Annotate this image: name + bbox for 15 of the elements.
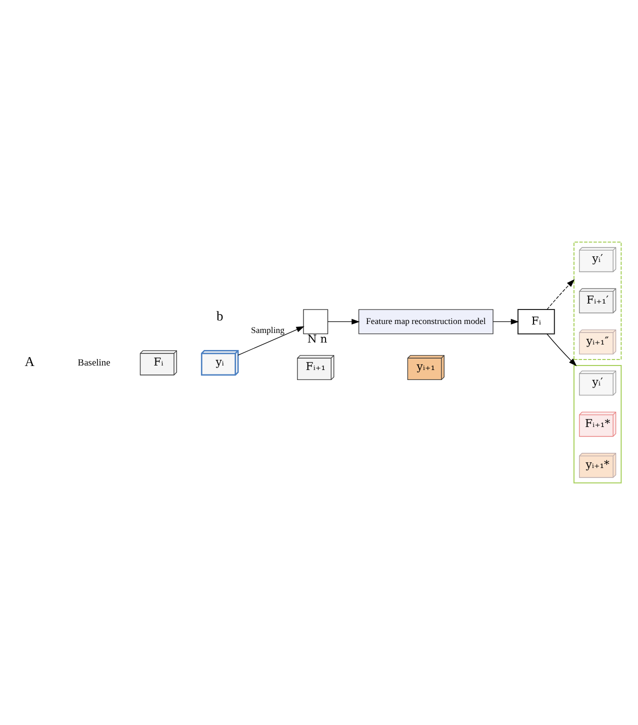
arrow <box>238 326 304 356</box>
arrow <box>546 279 575 310</box>
label: Baseline <box>78 358 110 368</box>
node-box: Fᵢ <box>517 309 555 334</box>
arrow <box>328 318 360 325</box>
arrow <box>546 334 577 366</box>
cluster <box>573 365 622 484</box>
node-label: N n <box>307 332 328 346</box>
arrow <box>492 318 519 325</box>
cluster <box>573 242 622 360</box>
label: A <box>24 354 34 370</box>
node-box <box>303 309 328 334</box>
label: b <box>216 308 224 324</box>
edge-label: Sampling <box>250 324 285 335</box>
node-box: Feature map reconstruction model <box>358 309 494 334</box>
